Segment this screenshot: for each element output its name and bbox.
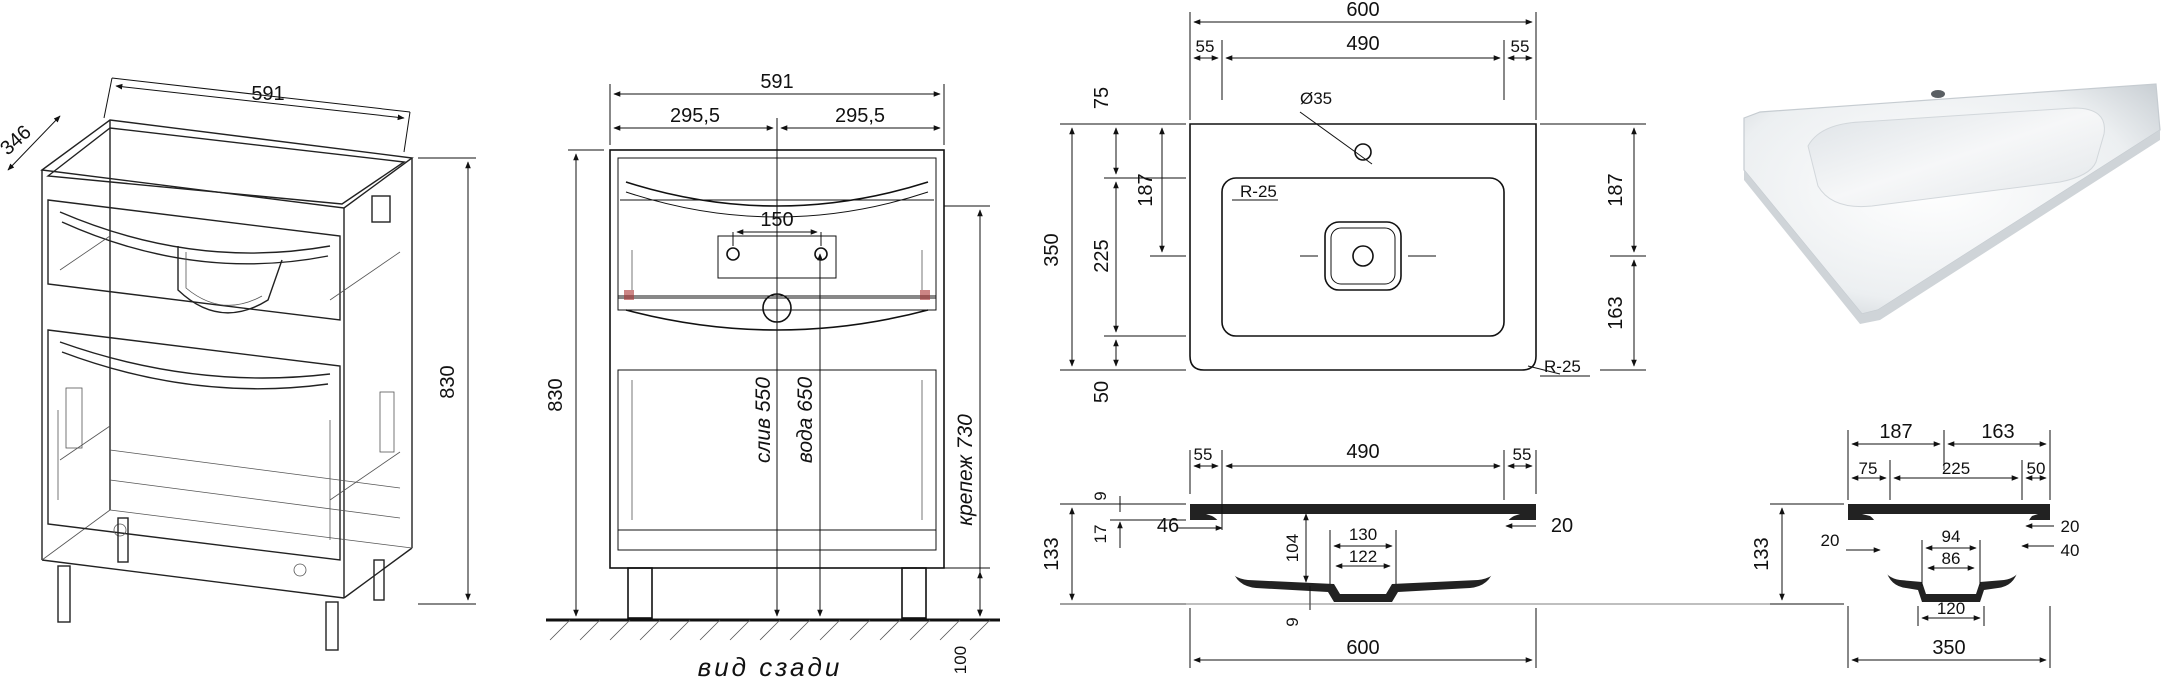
front-thickness-top: 9 [1091,491,1110,500]
rear-half-left-label: 295,5 [670,105,720,127]
side-rim-left-20: 20 [1821,531,1840,550]
front-depth-104: 104 [1283,534,1302,562]
top-left-bottom: 50 [1091,381,1113,403]
top-inner-width: 490 [1346,33,1379,55]
front-drain-122: 122 [1349,547,1377,566]
top-hole-label: Ø35 [1300,89,1332,108]
basin-side-section: 187 163 75 225 50 133 20 20 40 94 86 [1751,421,2079,668]
top-overall-width: 600 [1346,0,1379,21]
top-right-top: 187 [1605,173,1627,206]
top-corner-inner: R-25 [1240,182,1277,201]
side-sub-50: 50 [2027,459,2046,478]
side-bottom-120: 120 [1937,599,1965,618]
side-top-163: 163 [1981,421,2014,443]
top-left-225: 225 [1091,239,1113,272]
top-right-bottom: 163 [1605,296,1627,329]
top-left-187: 187 [1135,173,1157,206]
front-rim-46: 46 [1157,515,1179,537]
front-rim-20: 20 [1551,515,1573,537]
front-bottom-9: 9 [1283,617,1302,626]
side-drain-94: 94 [1942,527,1961,546]
front-edge-17: 17 [1091,525,1110,544]
top-corner-outer: R-25 [1544,357,1581,376]
rear-view: 591 295,5 295,5 150 [545,71,1000,682]
top-margin-left: 55 [1196,37,1215,56]
front-margin-left: 55 [1194,445,1213,464]
front-margin-right: 55 [1513,445,1532,464]
side-overall-width: 350 [1932,637,1965,659]
rear-half-right-label: 295,5 [835,105,885,127]
side-rim-right-40: 40 [2061,541,2080,560]
basin-photo [1743,83,2161,324]
rear-water-label: вода 650 [794,377,817,464]
side-drain-86: 86 [1942,549,1961,568]
rear-width-label: 591 [760,71,793,93]
iso-height-label: 830 [437,365,459,398]
rear-leg-label: 100 [951,646,970,674]
top-margin-right: 55 [1511,37,1530,56]
rear-drain-label: слив 550 [752,377,775,463]
front-drain-130: 130 [1349,525,1377,544]
rear-mount-label: крепеж 730 [954,414,977,526]
side-rim-right-20: 20 [2061,517,2080,536]
front-height-133: 133 [1041,537,1063,570]
rear-height-label: 830 [545,378,567,411]
rear-caption: вид сзади [698,652,843,682]
basin-front-section: 55 490 55 104 130 122 46 20 133 9 17 9 [1041,441,1573,668]
iso-width-label: 591 [251,83,284,105]
iso-depth-label: 346 [0,121,36,160]
top-left-overall-height: 350 [1041,233,1063,266]
side-height-133: 133 [1751,537,1773,570]
top-left-top: 75 [1091,87,1113,109]
side-sub-75: 75 [1859,459,1878,478]
isometric-cabinet-view: 591 346 830 [0,77,476,651]
front-overall-width: 600 [1346,637,1379,659]
basin-top-view: 600 55 490 55 R-25 Ø35 R-25 350 [1041,0,1646,403]
side-top-187: 187 [1879,421,1912,443]
front-inner-width: 490 [1346,441,1379,463]
side-sub-225: 225 [1942,459,1970,478]
